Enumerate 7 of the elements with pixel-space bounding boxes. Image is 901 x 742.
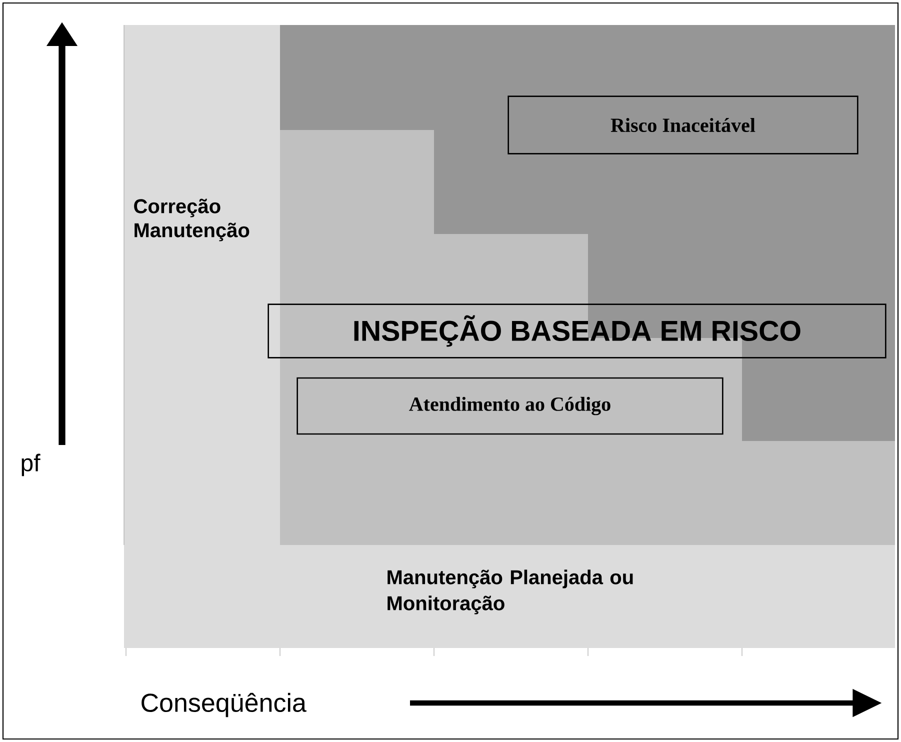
axis-label: pf: [22, 454, 40, 476]
zone-label: Manutenção Planejada ou Monitoração: [388, 570, 633, 614]
axis-label: Conseqüência: [142, 692, 306, 718]
zone-label: Correção Manutenção: [134, 198, 250, 242]
label-box: Atendimento ao Código: [296, 377, 724, 435]
label-box: INSPEÇÃO BASEADA EM RISCO: [268, 304, 886, 358]
label-box: Risco Inaceitável: [508, 96, 858, 154]
